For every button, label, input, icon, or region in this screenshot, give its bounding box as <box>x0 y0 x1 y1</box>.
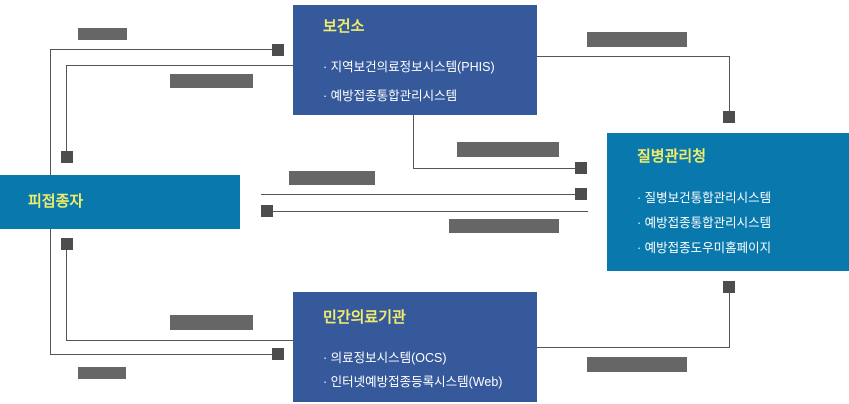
system-item: · 예방접종도우미홈페이지 <box>637 241 772 255</box>
arrow-square-marker <box>61 238 73 250</box>
arrow-square-marker <box>575 188 587 200</box>
connector-healthcenter-to-kdca-top-vertical <box>729 56 730 114</box>
connector-healthcenter-to-vaccinee-horizontal <box>66 65 293 66</box>
system-item: · 질병보건통합관리시스템 <box>637 191 772 205</box>
node-health-center-systems: · 지역보건의료정보시스템(PHIS) · 예방접종통합관리시스템 <box>323 53 537 111</box>
connector-label-redacted <box>587 357 687 372</box>
system-item: · 의료정보시스템(OCS) <box>323 351 447 365</box>
connector-label-redacted <box>78 28 127 40</box>
node-kdca-systems: · 질병보건통합관리시스템 · 예방접종통합관리시스템 · 예방접종도우미홈페이… <box>637 186 849 261</box>
system-item: · 지역보건의료정보시스템(PHIS) <box>323 60 495 74</box>
arrow-square-marker <box>723 111 735 123</box>
node-private-clinic: 민간의료기관 · 의료정보시스템(OCS) · 인터넷예방접종등록시스템(Web… <box>293 292 537 402</box>
system-item: · 예방접종통합관리시스템 <box>637 216 772 230</box>
node-health-center-title: 보건소 <box>323 18 365 35</box>
connector-private-to-vaccinee-vertical <box>66 247 67 341</box>
connector-healthcenter-to-kdca-horizontal <box>413 168 582 169</box>
connector-vaccinee-to-private-horizontal <box>50 354 279 355</box>
connector-label-redacted <box>457 142 559 157</box>
connector-private-to-kdca-vertical <box>729 290 730 348</box>
node-vaccinee-title: 피접종자 <box>28 193 84 210</box>
arrow-square-marker <box>261 205 273 217</box>
connector-healthcenter-to-kdca-vertical <box>413 115 414 169</box>
arrow-square-marker <box>61 151 73 163</box>
connector-healthcenter-to-vaccinee-vertical <box>66 65 67 155</box>
node-kdca-title: 질병관리청 <box>637 148 707 165</box>
arrow-square-marker <box>272 348 284 360</box>
connector-kdca-to-vaccinee-horizontal <box>267 211 588 212</box>
node-private-clinic-title: 민간의료기관 <box>323 309 406 326</box>
connector-vaccinee-to-healthcenter-horizontal <box>50 49 279 50</box>
arrow-square-marker <box>272 44 284 56</box>
node-kdca: 질병관리청 · 질병보건통합관리시스템 · 예방접종통합관리시스템 · 예방접종… <box>607 133 849 271</box>
system-item: · 예방접종통합관리시스템 <box>323 89 458 103</box>
connector-vaccinee-to-kdca-horizontal <box>261 194 581 195</box>
node-vaccinee: 피접종자 <box>0 175 240 229</box>
connector-healthcenter-to-kdca-top-horizontal <box>537 56 730 57</box>
connector-label-redacted <box>78 367 126 379</box>
connector-private-to-vaccinee-horizontal <box>66 340 293 341</box>
node-private-clinic-systems: · 의료정보시스템(OCS) · 인터넷예방접종등록시스템(Web) <box>323 346 537 394</box>
connector-label-redacted <box>587 32 687 47</box>
arrow-square-marker <box>723 281 735 293</box>
connector-label-redacted <box>449 219 559 233</box>
connector-private-to-kdca-horizontal <box>537 347 730 348</box>
connector-vaccinee-to-healthcenter-vertical <box>50 49 51 176</box>
node-health-center: 보건소 · 지역보건의료정보시스템(PHIS) · 예방접종통합관리시스템 <box>293 5 537 115</box>
connector-label-redacted <box>170 315 253 330</box>
arrow-square-marker <box>575 162 587 174</box>
connector-vaccinee-to-private-vertical <box>50 229 51 355</box>
connector-label-redacted <box>170 74 253 88</box>
system-item: · 인터넷예방접종등록시스템(Web) <box>323 375 503 389</box>
connector-label-redacted <box>289 171 375 185</box>
